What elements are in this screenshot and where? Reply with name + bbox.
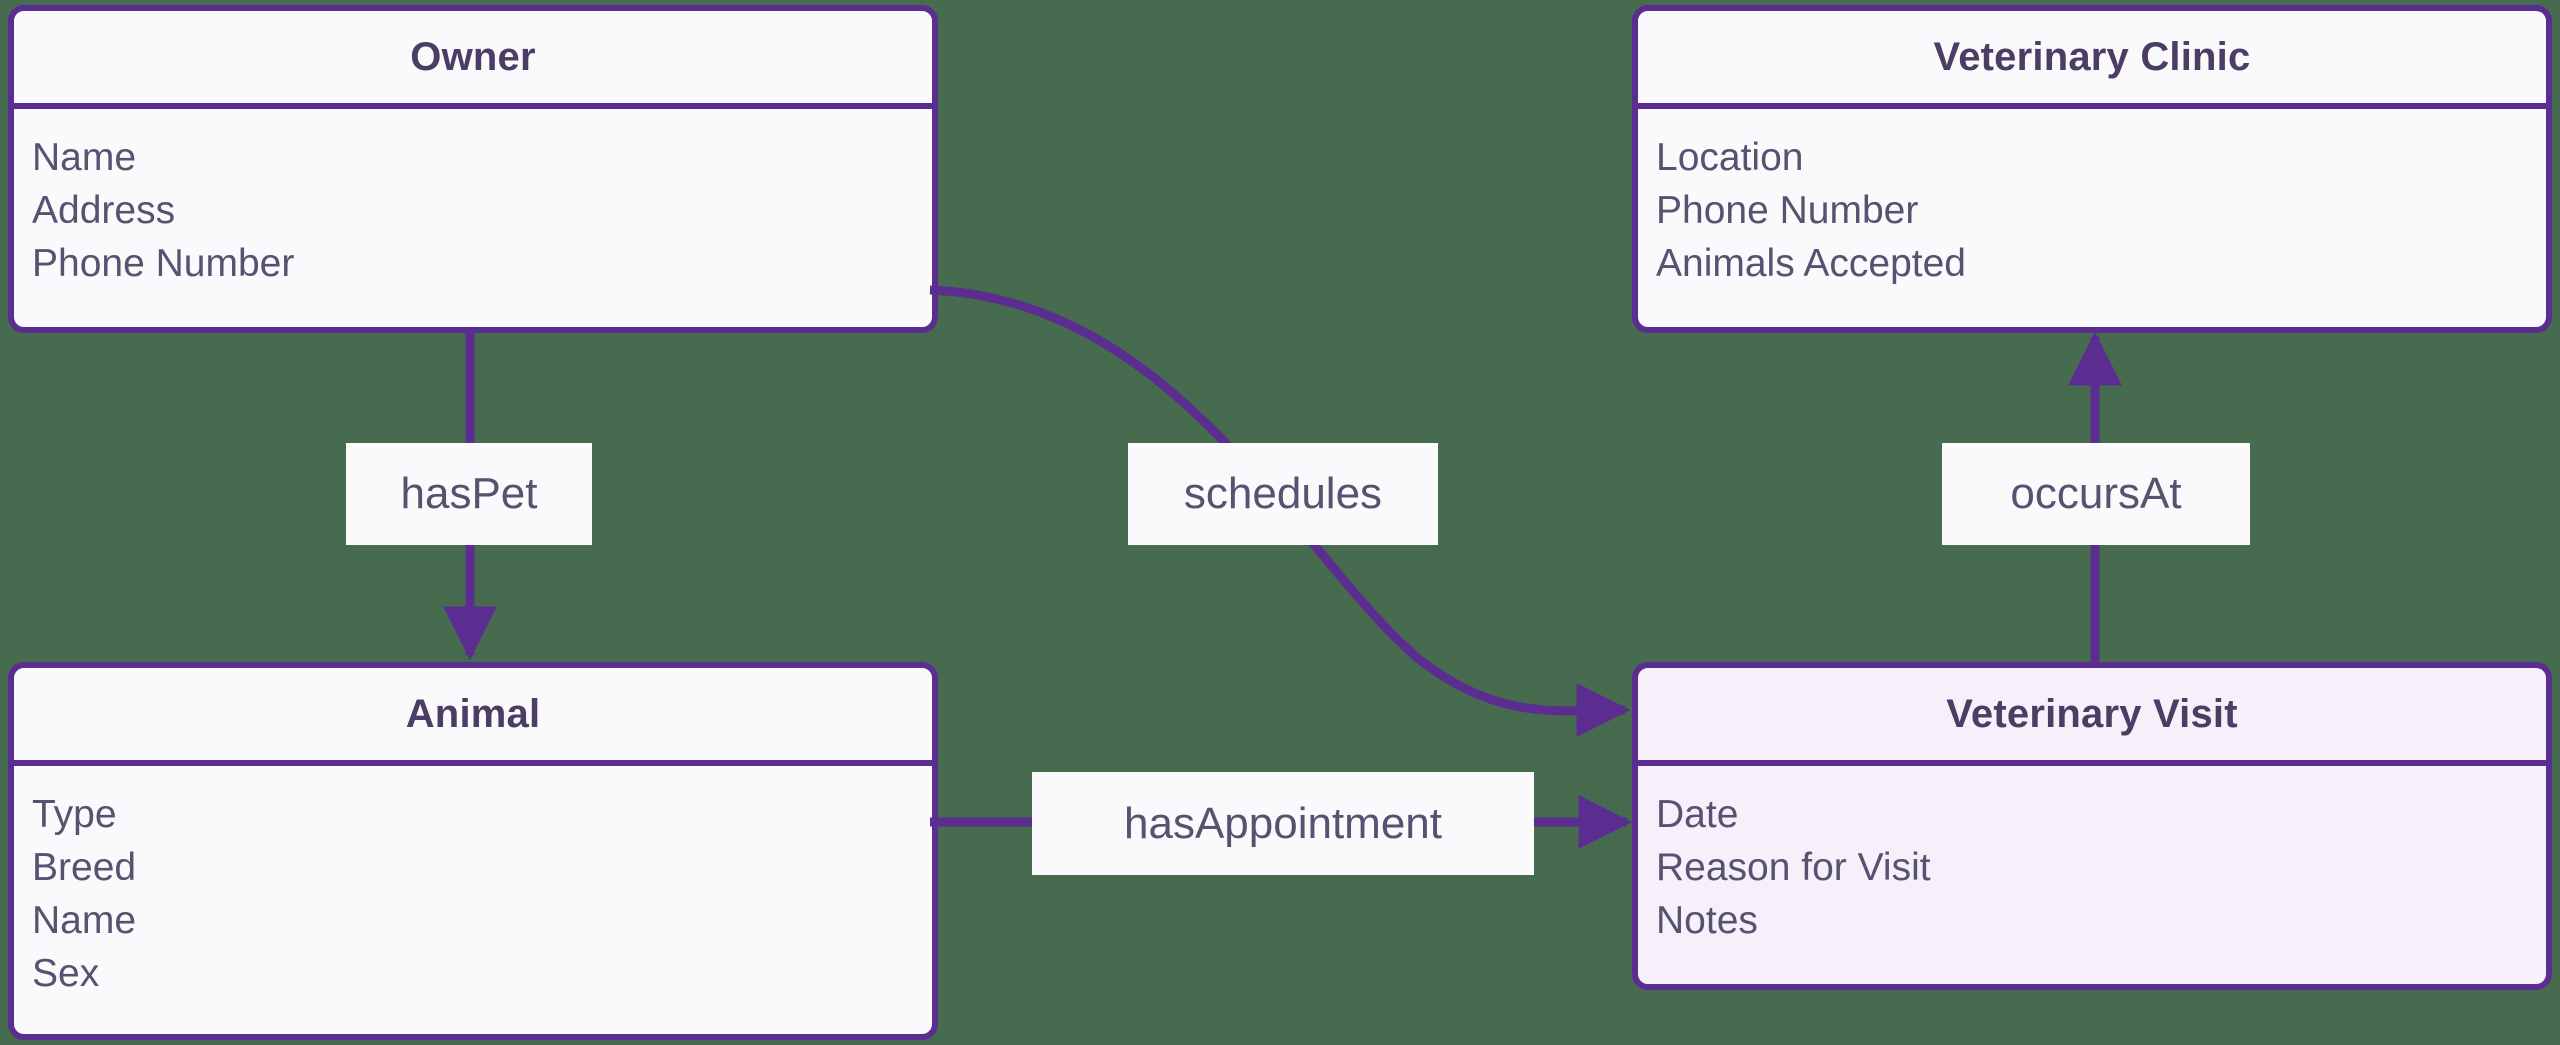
- attribute-row: Location: [1656, 136, 1804, 179]
- entity-veterinary-clinic-title: Veterinary Clinic: [1933, 34, 2251, 79]
- attribute-row: Phone Number: [32, 242, 295, 285]
- entity-veterinary-visit-header: Veterinary Visit: [1638, 668, 2546, 766]
- attribute-row: Animals Accepted: [1656, 242, 1967, 285]
- entity-veterinary-visit[interactable]: Veterinary Visit Date Reason for Visit N…: [1632, 662, 2552, 990]
- entity-veterinary-clinic-attributes: Location Phone Number Animals Accepted: [1638, 109, 2546, 327]
- attribute-row: Name: [32, 899, 137, 942]
- attribute-row: Notes: [1656, 899, 1758, 942]
- attribute-row: Breed: [32, 846, 137, 889]
- attribute-row: Date: [1656, 793, 1739, 836]
- attribute-row: Type: [32, 793, 117, 836]
- entity-animal[interactable]: Animal Type Breed Name Sex: [8, 662, 938, 1040]
- entity-owner[interactable]: Owner Name Address Phone Number: [8, 5, 938, 333]
- relationship-label-has-pet[interactable]: hasPet: [346, 443, 592, 545]
- entity-veterinary-visit-attributes: Date Reason for Visit Notes: [1638, 766, 2546, 984]
- entity-animal-header: Animal: [14, 668, 932, 766]
- attribute-row: Reason for Visit: [1656, 846, 1931, 889]
- entity-veterinary-visit-title: Veterinary Visit: [1946, 691, 2238, 736]
- attribute-row: Sex: [32, 952, 100, 995]
- entity-owner-attributes: Name Address Phone Number: [14, 109, 932, 327]
- relationship-label-schedules[interactable]: schedules: [1128, 443, 1438, 545]
- relationship-label-occurs-at[interactable]: occursAt: [1942, 443, 2250, 545]
- relationship-label-text: schedules: [1183, 469, 1383, 518]
- attribute-row: Phone Number: [1656, 189, 1919, 232]
- relationship-label-has-appointment[interactable]: hasAppointment: [1032, 772, 1534, 875]
- relationship-label-text: occursAt: [2010, 469, 2182, 518]
- entity-animal-title: Animal: [405, 691, 541, 736]
- entity-veterinary-clinic-header: Veterinary Clinic: [1638, 11, 2546, 109]
- entity-animal-attributes: Type Breed Name Sex: [14, 766, 932, 1034]
- entity-owner-title: Owner: [410, 34, 536, 79]
- entity-owner-header: Owner: [14, 11, 932, 109]
- relationship-label-text: hasAppointment: [1124, 798, 1442, 848]
- attribute-row: Address: [32, 189, 176, 232]
- attribute-row: Name: [32, 136, 137, 179]
- entity-veterinary-clinic[interactable]: Veterinary Clinic Location Phone Number …: [1632, 5, 2552, 333]
- relationship-label-text: hasPet: [400, 469, 538, 518]
